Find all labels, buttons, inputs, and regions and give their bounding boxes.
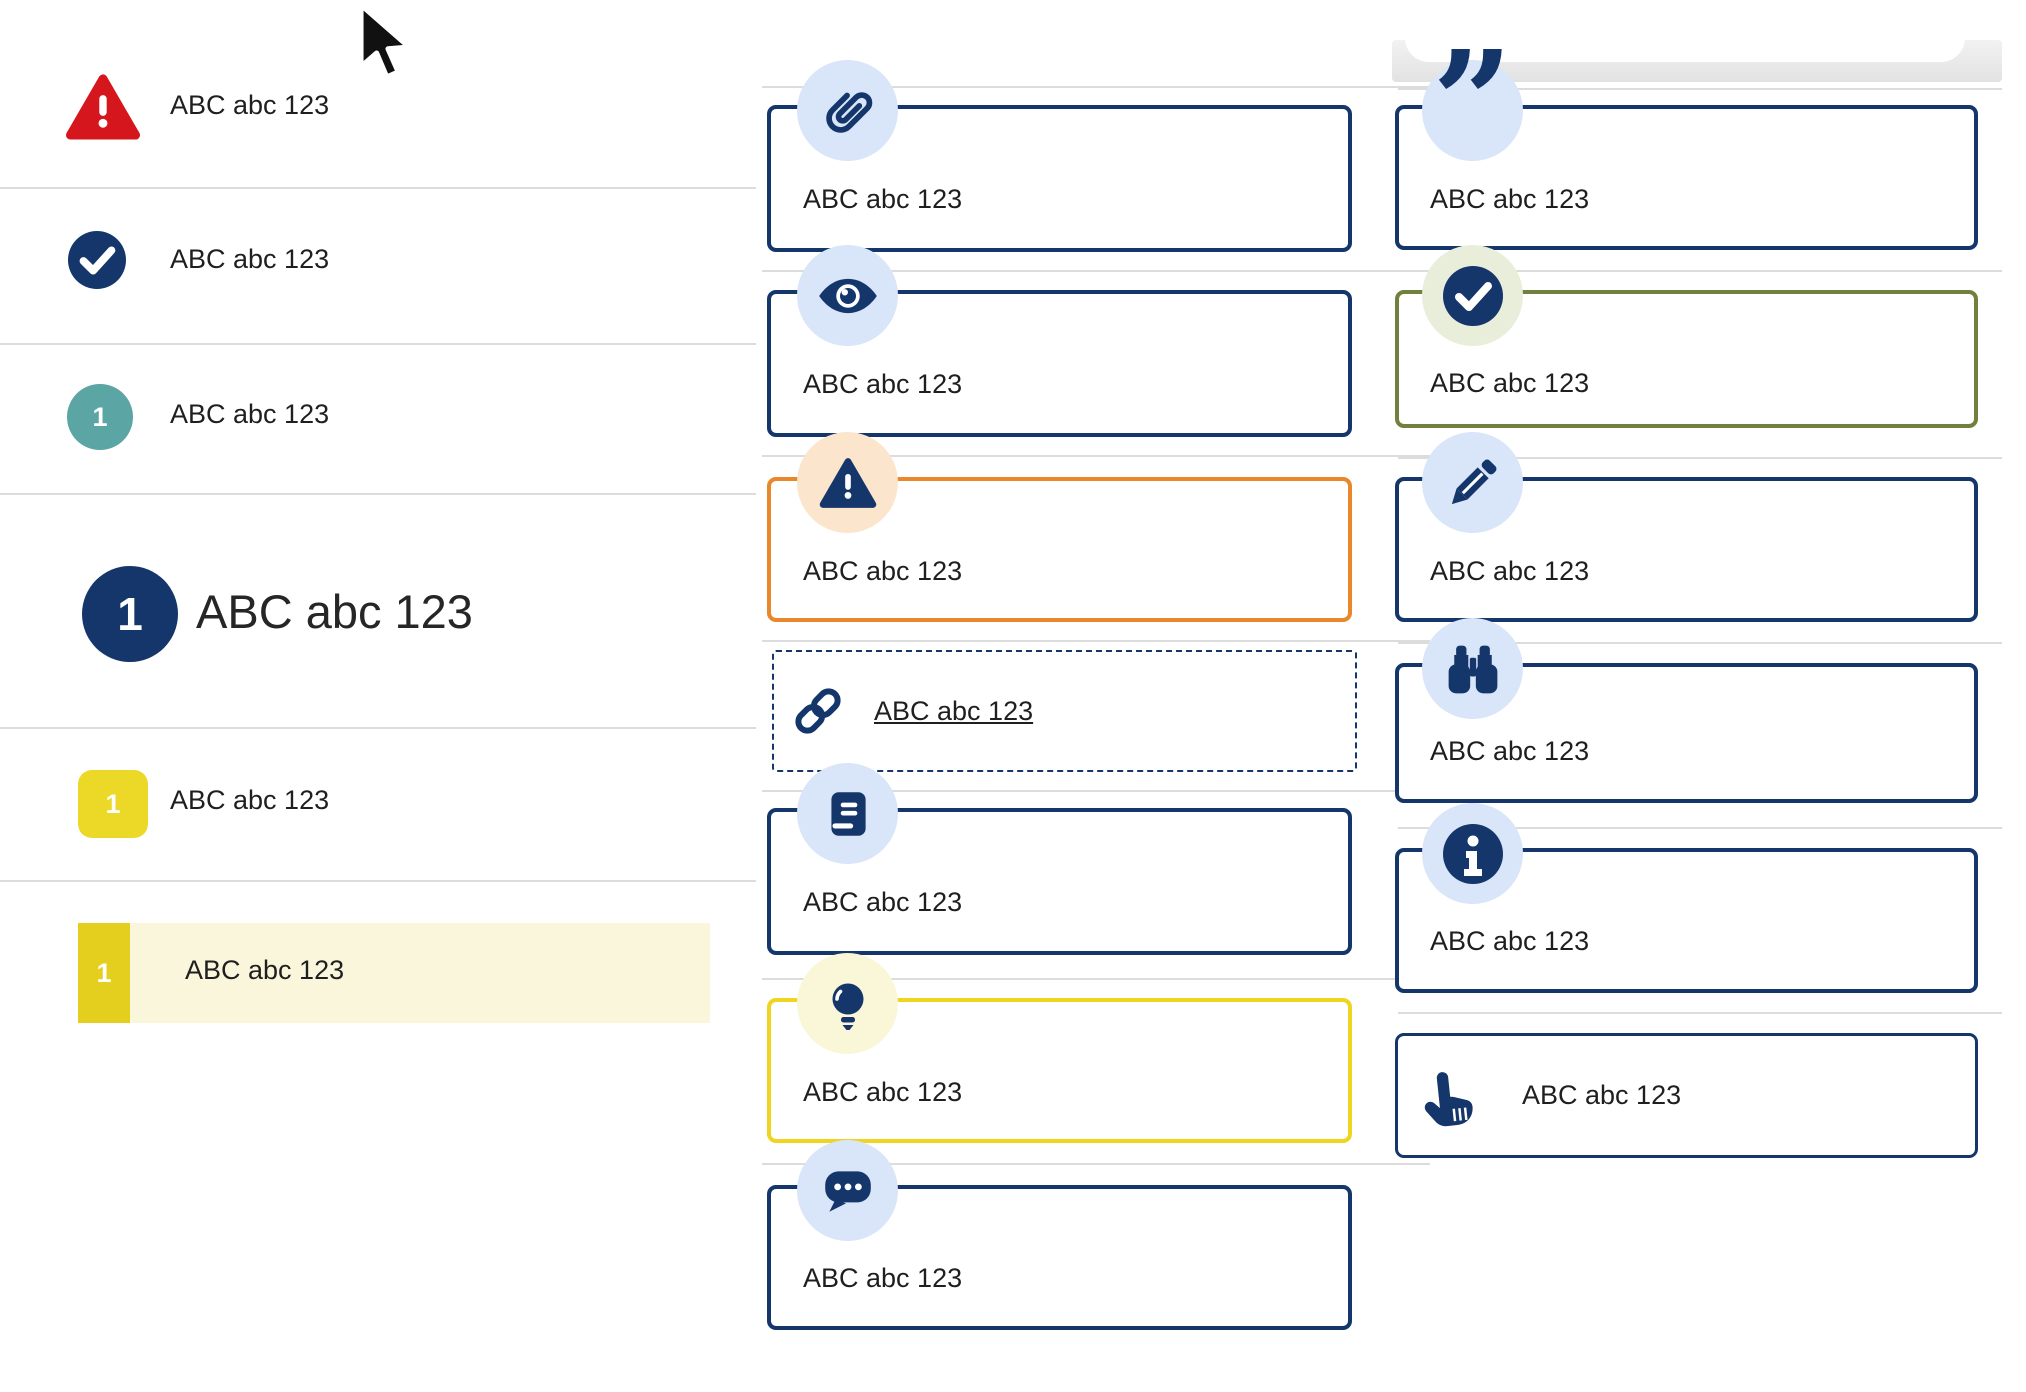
action-callout[interactable]: ABC abc 123 <box>1395 1033 1978 1158</box>
divider <box>762 1163 1430 1165</box>
quote-icon: ” <box>1422 33 1523 173</box>
eye-icon <box>797 245 898 346</box>
paperclip-icon <box>797 60 898 161</box>
check-circle-icon <box>68 231 126 289</box>
divider <box>1398 88 2002 90</box>
callout-label: ABC abc 123 <box>803 887 963 917</box>
step-item-label: ABC abc 123 <box>170 399 330 429</box>
book-icon <box>797 763 898 864</box>
callout-label: ABC abc 123 <box>1522 1080 1682 1110</box>
divider <box>1398 457 2002 459</box>
callout-label: ABC abc 123 <box>1430 556 1590 586</box>
chat-icon <box>797 1140 898 1241</box>
hand-pointer-icon <box>1424 1071 1473 1126</box>
callout-link-text[interactable]: ABC abc 123 <box>874 695 1034 726</box>
warning-icon <box>797 432 898 533</box>
alert-triangle-icon <box>66 74 140 140</box>
callout-label: ABC abc 123 <box>803 184 963 214</box>
callout-label: ABC abc 123 <box>803 1077 963 1107</box>
callout-label: ABC abc 123 <box>1430 368 1590 398</box>
pencil-icon <box>1422 432 1523 533</box>
selected-step-badge: 1 <box>78 923 130 1023</box>
step-heading-label: ABC abc 123 <box>196 585 473 638</box>
selected-step-row[interactable]: 1 ABC abc 123 <box>78 923 710 1023</box>
yellow-step-label: ABC abc 123 <box>170 785 330 815</box>
yellow-step-badge: 1 <box>78 770 148 838</box>
divider <box>0 880 756 882</box>
link-callout[interactable]: ABC abc 123 <box>772 650 1357 772</box>
mouse-cursor <box>358 2 412 80</box>
info-icon <box>1422 803 1523 904</box>
divider <box>1398 1012 2002 1014</box>
divider <box>1398 270 2002 272</box>
scrolled-card-bottom <box>1405 0 1965 62</box>
divider <box>1398 642 2002 644</box>
callout-label: ABC abc 123 <box>1430 926 1590 956</box>
step-heading-badge: 1 <box>82 566 178 662</box>
binoculars-icon <box>1422 618 1523 719</box>
divider <box>0 727 756 729</box>
divider <box>0 187 756 189</box>
step-number-badge: 1 <box>67 384 133 450</box>
divider <box>762 978 1430 980</box>
callout-label: ABC abc 123 <box>803 1263 963 1293</box>
callout-label: ABC abc 123 <box>803 556 963 586</box>
divider <box>762 270 1430 272</box>
callout-label: ABC abc 123 <box>803 369 963 399</box>
divider <box>762 86 1430 88</box>
success-check-icon <box>1422 245 1523 346</box>
callout-label: ABC abc 123 <box>1430 184 1590 214</box>
divider <box>762 790 1430 792</box>
divider <box>762 455 1430 457</box>
divider <box>0 343 756 345</box>
divider <box>0 493 756 495</box>
divider <box>762 640 1430 642</box>
complete-item-label: ABC abc 123 <box>170 244 330 274</box>
lightbulb-icon <box>797 953 898 1054</box>
alert-item-label: ABC abc 123 <box>170 90 330 120</box>
selected-step-label: ABC abc 123 <box>185 955 345 985</box>
divider <box>1398 827 2002 829</box>
callout-label: ABC abc 123 <box>1430 736 1590 766</box>
link-icon <box>795 688 841 734</box>
